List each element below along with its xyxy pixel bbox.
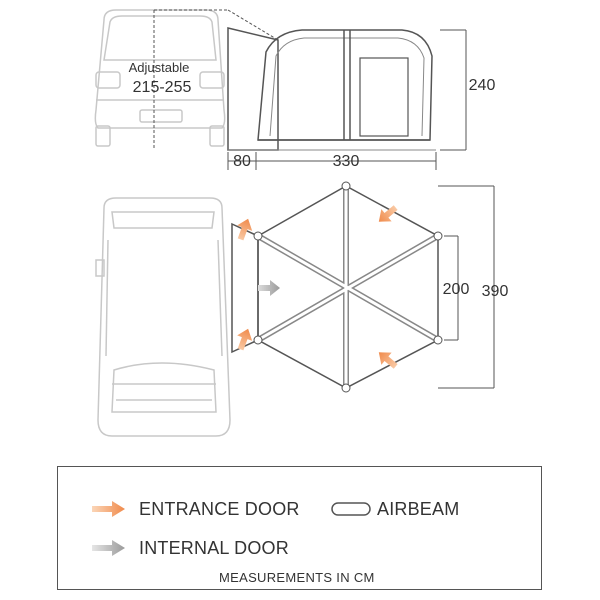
adjustable-height-guide xyxy=(153,9,279,148)
airbeam-pill-icon xyxy=(331,502,371,516)
legend xyxy=(57,466,542,590)
tent-plan-view xyxy=(231,181,443,393)
tent-side-view xyxy=(227,27,436,151)
orange-arrow-icon xyxy=(237,218,253,241)
height-dimension-label: 240 xyxy=(469,77,496,94)
van-plan-view xyxy=(95,197,231,437)
length-dimension-label: 330 xyxy=(333,153,360,170)
orange-arrow-icon xyxy=(92,501,125,517)
orange-arrow-icon xyxy=(378,352,398,369)
internal-door-label: INTERNAL DOOR xyxy=(139,538,289,558)
adjustable-label: Adjustable xyxy=(129,60,190,75)
van-rear-view xyxy=(94,9,226,147)
measurements-note: MEASUREMENTS IN CM xyxy=(219,570,375,585)
airbeam-label: AIRBEAM xyxy=(377,499,460,519)
plan-dimensions xyxy=(438,185,495,389)
orange-arrow-icon xyxy=(378,205,398,222)
side-dimensions xyxy=(227,29,467,170)
porch-dimension-label: 80 xyxy=(233,153,251,170)
orange-arrow-icon xyxy=(237,328,253,351)
outer-width-label: 390 xyxy=(482,283,509,300)
entrance-door-label: ENTRANCE DOOR xyxy=(139,499,300,519)
grey-arrow-icon xyxy=(92,540,125,556)
inner-width-label: 200 xyxy=(443,281,470,298)
adjustable-range-label: 215-255 xyxy=(133,79,192,96)
grey-arrow-icon xyxy=(258,280,280,296)
